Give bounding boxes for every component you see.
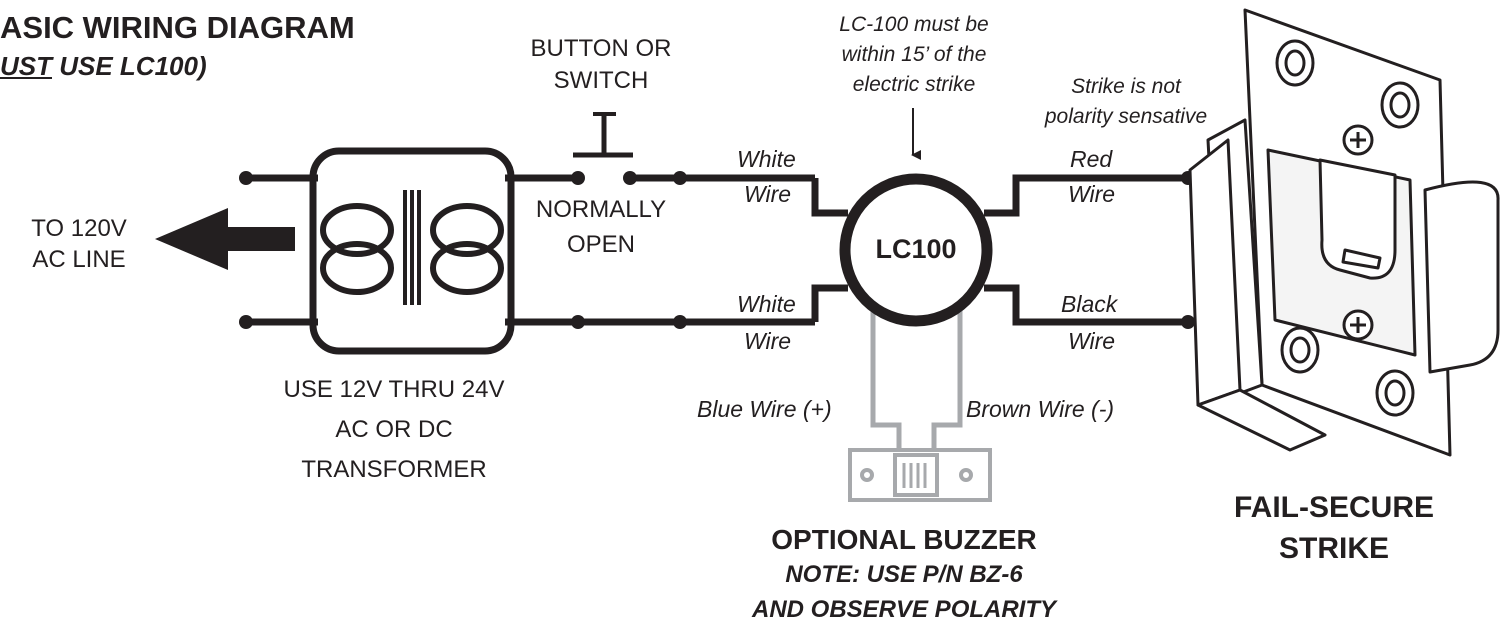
electric-strike-drawing <box>1188 8 1500 457</box>
white-wire-top-label-1: White <box>737 146 796 172</box>
primary-terminal-dot <box>239 315 253 329</box>
lc100-label: LC100 <box>875 234 957 264</box>
black-wire-label-1: Black <box>1061 291 1118 317</box>
strike-type-label-2: STRIKE <box>1278 532 1390 565</box>
strike-note-1: Strike is not <box>1071 75 1181 98</box>
lc100-note-3: electric strike <box>852 73 976 96</box>
strike-terminal-dot <box>1181 315 1195 329</box>
strike-note-2: polarity sensative <box>1044 105 1208 128</box>
switch-terminal-dot <box>571 171 585 185</box>
buzzer-note-1: NOTE: USE P/N BZ-6 <box>785 561 1023 588</box>
transformer-symbol <box>309 147 515 355</box>
strike-type-label-1: FAIL-SECURE <box>1233 491 1435 524</box>
ac-line-arrow <box>155 208 295 270</box>
white-wire-top-label-2: Wire <box>744 181 792 207</box>
diagram-subtitle: UST USE LC100) <box>0 53 207 79</box>
switch-label-2: SWITCH <box>553 67 649 94</box>
red-wire-label-2: Wire <box>1068 181 1116 207</box>
lc100-module <box>839 173 993 327</box>
junction-dot <box>673 315 687 329</box>
switch-state-label-2: OPEN <box>566 231 636 258</box>
ac-line-label-2: AC LINE <box>32 246 126 273</box>
lc100-note-2: within 15’ of the <box>841 43 987 66</box>
transformer-label-2: AC OR DC <box>335 416 453 443</box>
diagram-subtitle-underlined: UST <box>0 51 52 81</box>
transformer-label-3: TRANSFORMER <box>301 456 487 483</box>
buzzer-note-2: AND OBSERVE POLARITY <box>751 596 1057 623</box>
switch-state-label-1: NORMALLY <box>535 196 667 223</box>
junction-dot <box>673 171 687 185</box>
blue-wire-label: Blue Wire (+) <box>697 396 832 422</box>
white-wire-bottom-label-2: Wire <box>744 328 792 354</box>
push-button-symbol <box>573 112 633 158</box>
lc100-wiring <box>811 174 1188 326</box>
white-wire-bottom-label-1: White <box>737 291 796 317</box>
junction-dot <box>571 315 585 329</box>
secondary-wiring <box>505 174 815 326</box>
transformer-label-1: USE 12V THRU 24V <box>283 376 505 403</box>
switch-terminal-dot <box>623 171 637 185</box>
ac-line-label-1: TO 120V <box>31 215 127 242</box>
buzzer-wires <box>870 305 963 450</box>
diagram-subtitle-rest: USE LC100) <box>52 51 207 81</box>
brown-wire-label: Brown Wire (-) <box>966 396 1115 422</box>
diagram-title: ASIC WIRING DIAGRAM <box>0 10 355 45</box>
primary-leads <box>246 174 318 326</box>
buzzer-label: OPTIONAL BUZZER <box>771 524 1037 555</box>
primary-terminal-dot <box>239 171 253 185</box>
lc100-note-1: LC-100 must be <box>839 13 989 36</box>
switch-label-1: BUTTON OR <box>530 35 672 62</box>
red-wire-label-1: Red <box>1070 146 1113 172</box>
black-wire-label-2: Wire <box>1068 328 1116 354</box>
buzzer-symbol <box>848 448 992 502</box>
